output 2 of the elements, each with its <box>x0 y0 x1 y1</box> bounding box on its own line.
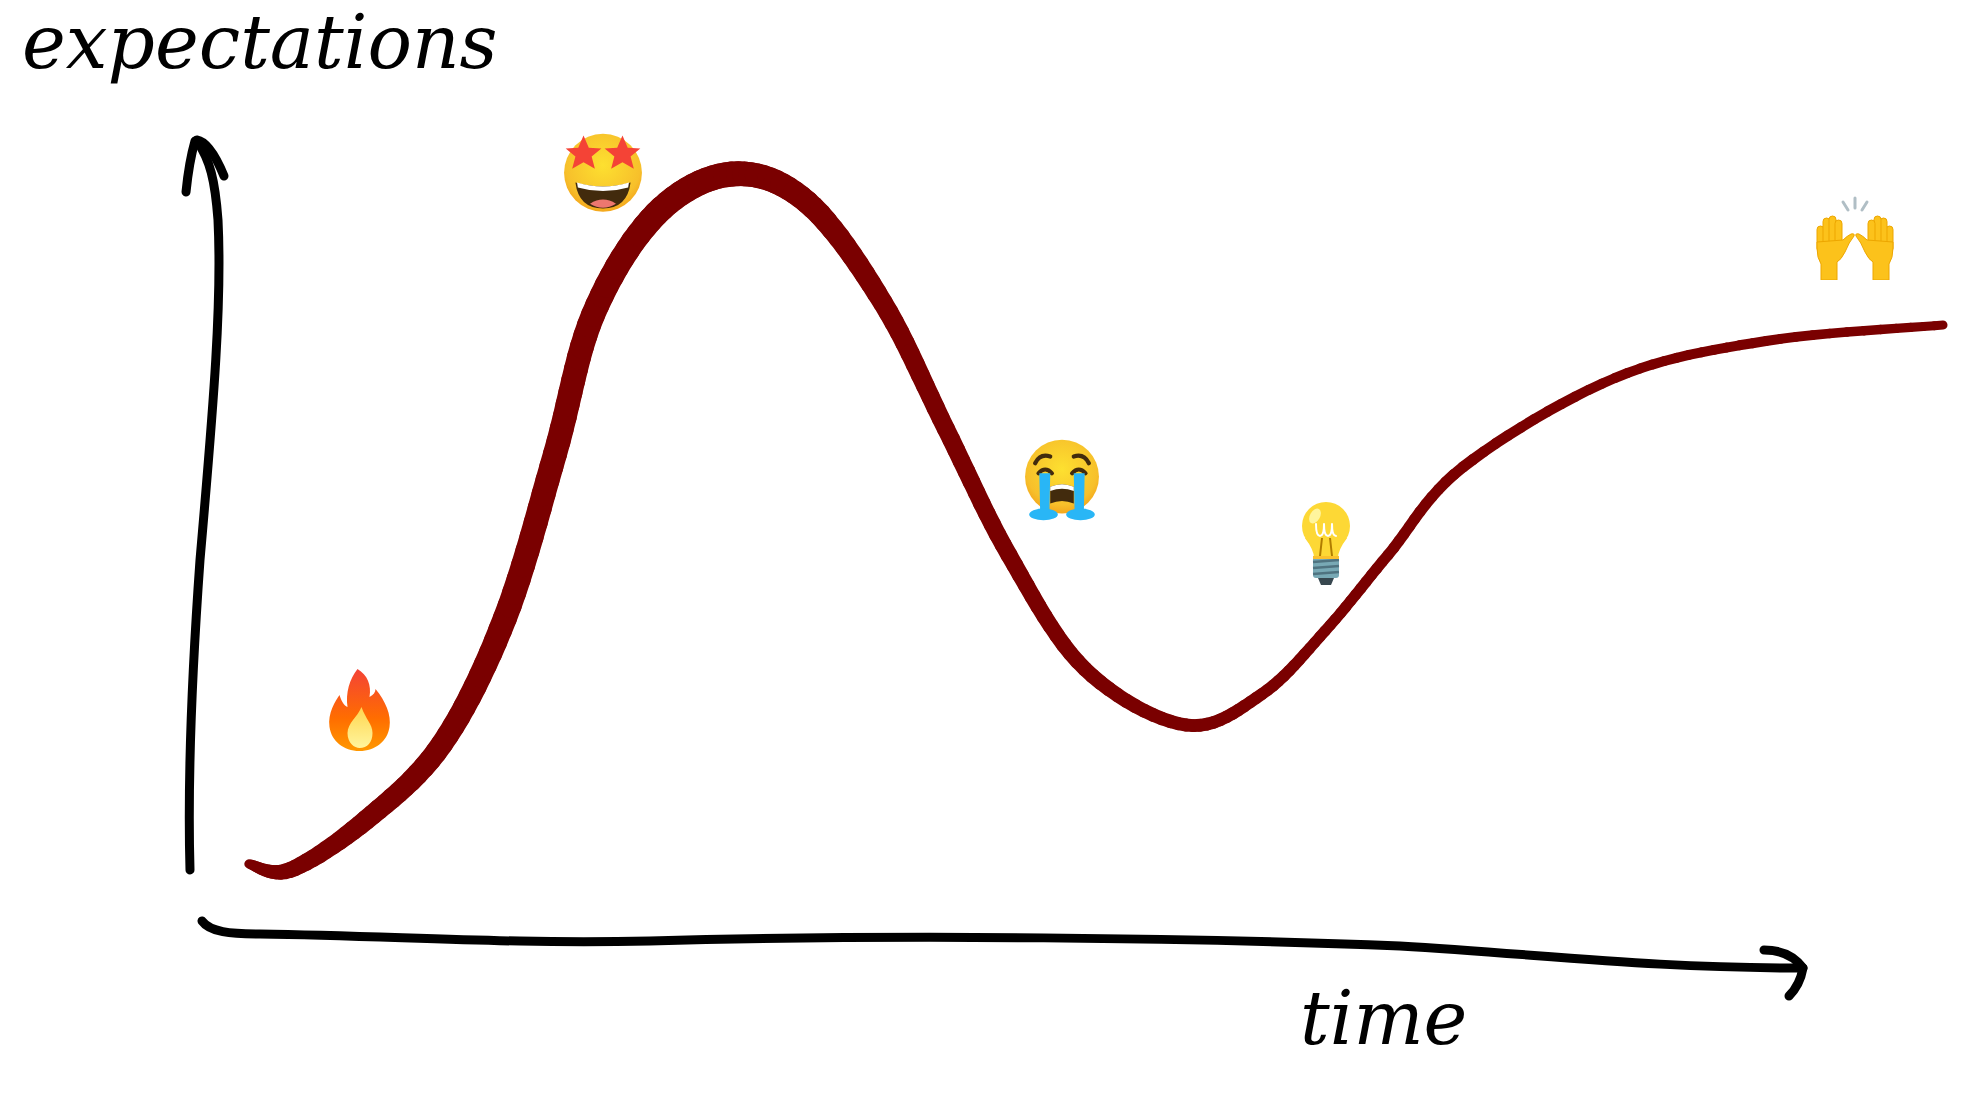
y-axis-label: expectations <box>21 0 499 87</box>
x-axis-label: time <box>1299 974 1469 1063</box>
